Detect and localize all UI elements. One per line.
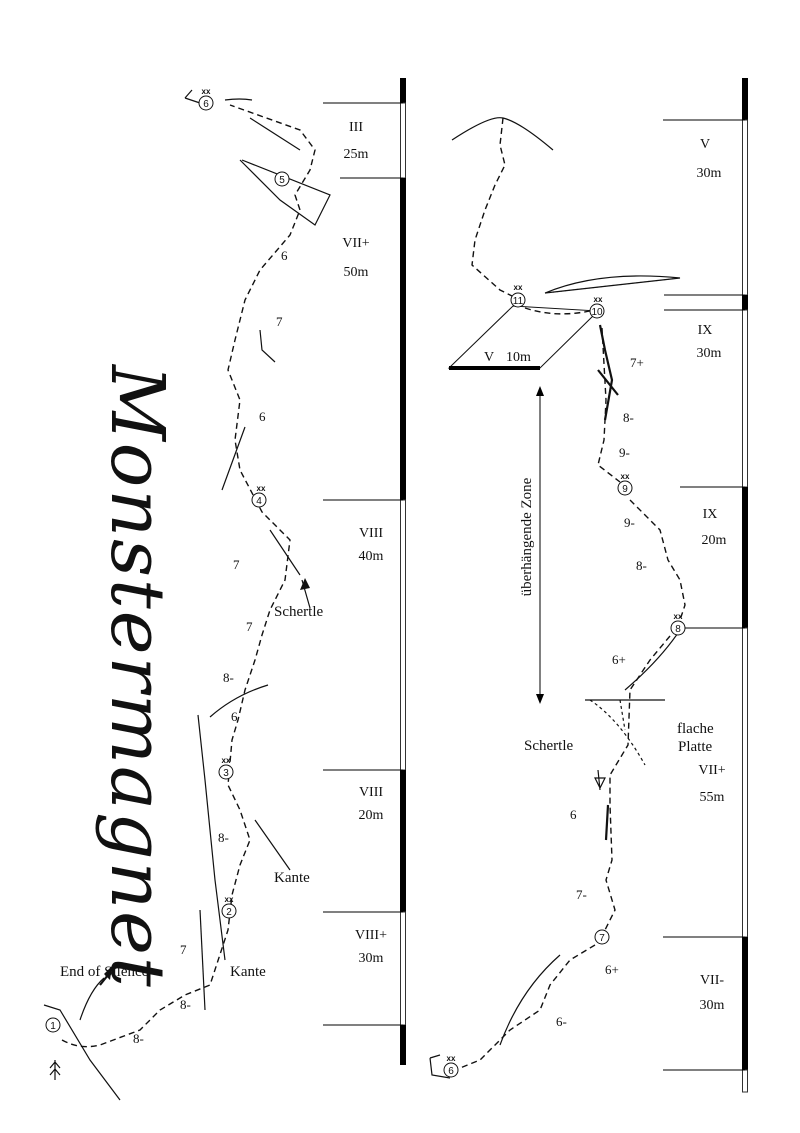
belay-number: 5 (279, 175, 285, 186)
grade-label: 8- (133, 1031, 144, 1046)
belay-number: 3 (223, 768, 229, 779)
pitch-grade: VIII+ (355, 928, 387, 943)
belay-6: 6 xx (198, 87, 214, 111)
left-pitch-grades: 8- 8- 7 8- 6 8- 7 7 6 7 6 (133, 248, 288, 1046)
pitch-grade: IX (703, 507, 718, 522)
pitch-grade: V (700, 137, 710, 152)
grade-label: 7 (180, 942, 187, 957)
pitch-grade: IX (698, 323, 713, 338)
belay-number: 9 (622, 484, 628, 495)
pitch-grade: VIII (359, 526, 383, 541)
bolt-mark: xx (514, 283, 523, 292)
grade-label: 7 (246, 619, 253, 634)
grade-label: 6- (556, 1014, 567, 1029)
bolt-mark: xx (222, 756, 231, 765)
pitch-grade: VII- (700, 973, 724, 988)
grade-label: 6 (281, 248, 288, 263)
left-rock-features (43, 89, 331, 1101)
pitch-length: 20m (359, 808, 384, 823)
right-pitch-grades: 7+ 8- 9- 9- 8- 6+ 6 7- 6+ 6- (556, 355, 647, 1029)
pitch-grade: III (349, 120, 363, 135)
bolt-mark: xx (594, 295, 603, 304)
pitch-length: 30m (697, 166, 722, 181)
pitch-length: 25m (344, 147, 369, 162)
bolt-mark: xx (674, 612, 683, 621)
belay-number: 7 (599, 933, 605, 944)
pitch-grade: VII+ (342, 236, 369, 251)
belay-number: 6 (203, 99, 209, 110)
pitch-grade: VII+ (698, 763, 725, 778)
pitch-length: 40m (359, 549, 384, 564)
bolt-mark: xx (621, 472, 630, 481)
belay-7: 7 (594, 929, 610, 945)
pitch-length: 30m (697, 346, 722, 361)
grade-label: 6+ (605, 962, 619, 977)
right-scale-bar (663, 78, 748, 1093)
feature-label-flache: flache (677, 721, 714, 737)
right-scale-labels: V 30m IX 30m IX 20m VII+ 55m VII- 30m (697, 137, 727, 1013)
grade-label: 7 (276, 314, 283, 329)
grade-label: 6 (570, 807, 577, 822)
grade-label: 8- (180, 997, 191, 1012)
route-title: Monstermagnet (94, 363, 180, 989)
grade-label: 8- (218, 830, 229, 845)
route-label-end-of-silence: End of Silence (60, 964, 149, 980)
grade-label: 6 (259, 409, 266, 424)
traverse-length: 10m (506, 350, 531, 365)
belay-number: 4 (256, 496, 262, 507)
belay-11: 11 xx (510, 283, 526, 308)
traverse-grade: V (484, 350, 494, 365)
belay-number: 1 (50, 1021, 56, 1032)
grade-label: 6 (231, 709, 238, 724)
feature-label-kante: Kante (230, 964, 266, 980)
grade-label: 8- (636, 558, 647, 573)
right-belays: 6 xx 7 8 xx 9 xx 10 xx 11 xx (443, 283, 686, 1078)
belay-number: 6 (448, 1066, 454, 1077)
pitch-length: 55m (700, 790, 725, 805)
right-route-line (459, 117, 686, 1069)
bolt-mark: xx (447, 1054, 456, 1063)
route-label-schertle: Schertle (524, 738, 573, 754)
left-belays: 1 2 xx 3 xx 4 xx 5 6 xx (45, 87, 290, 1033)
belay-6: 6 xx (443, 1054, 459, 1078)
grade-label: 9- (619, 445, 630, 460)
route-label-schertle: Schertle (274, 604, 323, 620)
grade-label: 7+ (630, 355, 644, 370)
belay-4: 4 xx (251, 484, 267, 508)
belay-10: 10 xx (589, 295, 605, 319)
pitch-length: 50m (344, 265, 369, 280)
grade-label: 7- (576, 887, 587, 902)
belay-9: 9 xx (617, 472, 633, 496)
belay-3: 3 xx (218, 756, 234, 780)
belay-number: 8 (675, 624, 681, 635)
belay-number: 2 (226, 907, 232, 918)
left-scale-labels: III 25m VII+ 50m VIII 40m VIII 20m VIII+… (342, 120, 387, 966)
pitch-length: 30m (359, 951, 384, 966)
grade-label: 6+ (612, 652, 626, 667)
pitch-length: 20m (702, 533, 727, 548)
bolt-mark: xx (225, 895, 234, 904)
bolt-mark: xx (202, 87, 211, 96)
feature-label-kante: Kante (274, 870, 310, 886)
belay-1: 1 (45, 1017, 61, 1033)
grade-label: 8- (223, 670, 234, 685)
belay-number: 10 (591, 307, 603, 318)
belay-2: 2 xx (221, 895, 237, 919)
grade-label: 9- (624, 515, 635, 530)
pitch-grade: VIII (359, 785, 383, 800)
pitch-length: 30m (700, 998, 725, 1013)
left-route-line (61, 104, 316, 1048)
annotations: Schertle Kante Kante End of Silence Sche… (60, 350, 714, 980)
grade-label: 8- (623, 410, 634, 425)
right-rock-features (429, 117, 681, 1079)
grade-label: 7 (233, 557, 240, 572)
left-scale-bar (323, 78, 406, 1065)
belay-number: 11 (513, 296, 524, 307)
belay-5: 5 (274, 171, 290, 187)
overhang-zone-label: überhängende Zone (519, 477, 535, 596)
feature-label-platte: Platte (678, 739, 713, 755)
belay-8: 8 xx (670, 612, 686, 636)
bolt-mark: xx (257, 484, 266, 493)
